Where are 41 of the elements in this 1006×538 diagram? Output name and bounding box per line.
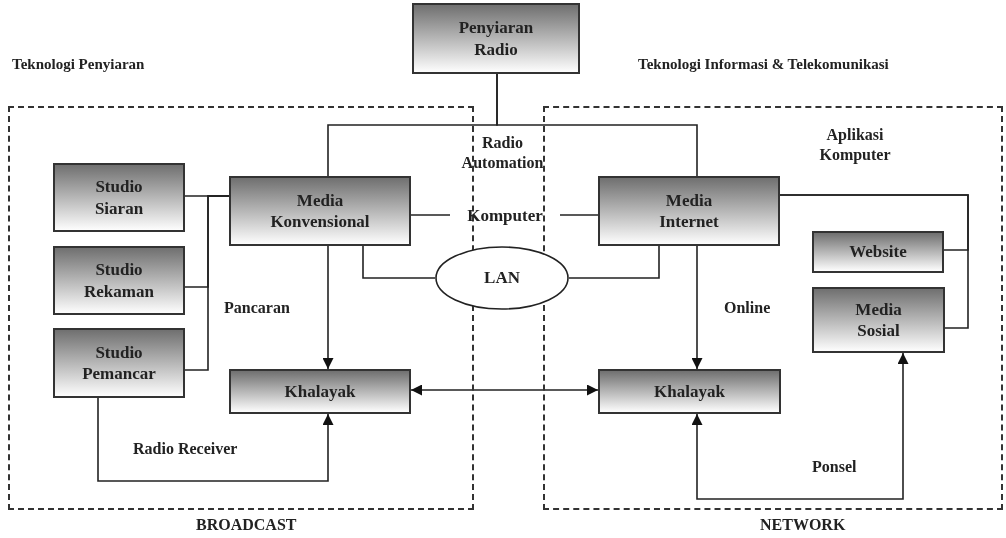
node-label: LAN xyxy=(484,268,520,288)
dashed-region xyxy=(543,106,1003,510)
process-box xyxy=(53,328,185,398)
connector xyxy=(496,73,698,177)
connector xyxy=(691,245,703,370)
box-label: Media Konvensional xyxy=(269,189,371,233)
connector xyxy=(410,214,451,216)
connector xyxy=(410,384,599,396)
connector xyxy=(691,352,909,500)
section-heading: Teknologi Informasi & Telekomunikasi xyxy=(638,55,889,74)
process-box xyxy=(53,163,185,232)
connector xyxy=(322,245,334,370)
connector xyxy=(568,245,660,279)
connector xyxy=(184,195,230,371)
process-box xyxy=(229,369,411,414)
box-label: Penyiaran Radio xyxy=(457,17,535,60)
connector xyxy=(559,214,599,216)
connector xyxy=(362,245,436,279)
box-label: Media Internet xyxy=(658,189,720,233)
process-box xyxy=(812,231,944,273)
node-label: Komputer xyxy=(450,203,560,229)
process-box xyxy=(53,246,185,315)
connector xyxy=(779,194,969,329)
box-label: Khalayak xyxy=(654,380,725,403)
annotation-text: Radio Automation xyxy=(460,133,545,173)
box-label: Studio Siaran xyxy=(93,176,145,219)
section-heading: NETWORK xyxy=(760,515,846,535)
section-heading: BROADCAST xyxy=(196,515,297,535)
process-box xyxy=(229,176,411,246)
connector xyxy=(97,397,334,482)
box-label: Media Sosial xyxy=(854,298,903,342)
box-label: Website xyxy=(849,241,907,263)
section-heading: Teknologi Penyiaran xyxy=(12,55,145,74)
box-label: Studio Pemancar xyxy=(81,341,157,385)
process-box xyxy=(412,3,580,74)
annotation-text: Aplikasi Komputer xyxy=(818,125,892,165)
process-box xyxy=(598,176,780,246)
box-label: Khalayak xyxy=(284,380,356,403)
process-box xyxy=(598,369,781,414)
process-box xyxy=(812,287,945,353)
box-label: Studio Rekaman xyxy=(83,259,155,302)
